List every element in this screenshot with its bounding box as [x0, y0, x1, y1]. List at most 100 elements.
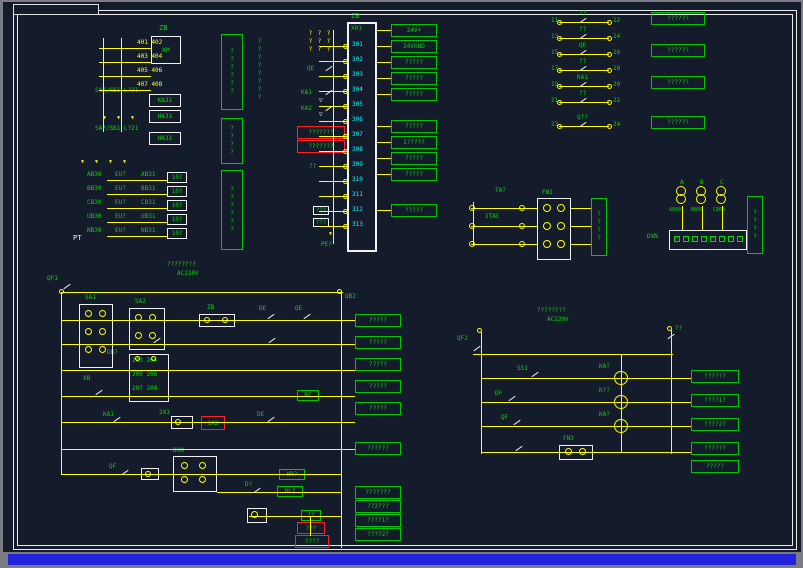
- wire: [61, 292, 62, 474]
- component-outline: 10?: [167, 214, 187, 225]
- terminal-circle: [557, 36, 562, 41]
- terminal-circle: [716, 194, 726, 204]
- schematic-text: KA2: [301, 105, 312, 112]
- wire: [559, 54, 609, 55]
- wire: [61, 422, 355, 423]
- schematic-text: DXN: [647, 233, 658, 240]
- schematic-text: XB: [83, 375, 91, 382]
- wire: [377, 142, 391, 143]
- wire: [319, 226, 347, 227]
- component-outline: 10?: [167, 200, 187, 211]
- green-label-box: ?????: [391, 72, 437, 85]
- schematic-text: KA1: [103, 411, 114, 418]
- schematic-text: C800: [713, 207, 726, 213]
- contact-symbol: [325, 65, 333, 72]
- schematic-text: SA1: [85, 294, 96, 301]
- schematic-text: AB31: [141, 171, 156, 178]
- green-label-box: ??????: [651, 44, 705, 57]
- terminal-circle: [99, 328, 106, 335]
- terminal-square: [683, 236, 689, 242]
- schematic-text: 1TAC: [485, 213, 500, 220]
- arrow-down-icon: ▼: [123, 159, 127, 165]
- terminal-circle: [565, 448, 572, 455]
- wire: [671, 426, 691, 427]
- schematic-text: EU?: [115, 199, 126, 206]
- schematic-text: ????????: [255, 38, 263, 102]
- wire: [107, 222, 167, 223]
- schematic-text: QF: [501, 414, 509, 421]
- schematic-text: QE: [295, 305, 303, 312]
- green-label-box: ??2???: [355, 500, 401, 513]
- wire: [571, 226, 591, 227]
- terminal-circle: [343, 74, 348, 79]
- terminal-circle: [557, 20, 562, 25]
- wire: [61, 292, 343, 293]
- schematic-text: 12: [613, 17, 621, 24]
- green-label-box: ????1?: [355, 514, 401, 527]
- terminal-circle: [251, 511, 258, 518]
- wire: [103, 38, 104, 132]
- terminal-circle: [614, 395, 628, 409]
- schematic-text: SA?/SB1 L?21: [95, 125, 139, 132]
- schematic-text: KA?: [599, 411, 610, 418]
- green-label-box: ?????: [355, 336, 401, 349]
- schematic-text: X01: [351, 25, 362, 32]
- terminal-circle: [557, 222, 565, 230]
- green-label-box: ??: [301, 510, 321, 521]
- schematic-text: 401 402: [137, 39, 163, 46]
- wire: [671, 378, 691, 379]
- wire: [99, 48, 151, 49]
- terminal-circle: [607, 20, 612, 25]
- wire: [559, 86, 609, 87]
- wire: [121, 38, 122, 132]
- schematic-text: C: [720, 179, 724, 186]
- terminal-circle: [557, 204, 565, 212]
- schematic-text: ????????: [167, 261, 196, 268]
- schematic-text: 307: [352, 131, 363, 138]
- schematic-text: 305: [352, 101, 363, 108]
- terminal-circle: [181, 462, 188, 469]
- wire: [341, 292, 342, 548]
- terminal-circle: [343, 119, 348, 124]
- wire: [377, 46, 391, 47]
- component-outline: [247, 508, 267, 523]
- green-label-box: RC: [297, 390, 319, 401]
- schematic-text: 19: [551, 81, 559, 88]
- schematic-text: UB31: [141, 213, 156, 220]
- title-tab: [13, 4, 99, 15]
- component-outline: [347, 22, 377, 252]
- schematic-text: KA1: [301, 89, 312, 96]
- terminal-circle: [607, 100, 612, 105]
- green-label-box: ??????: [651, 116, 705, 129]
- wire: [319, 61, 347, 62]
- terminal-circle: [557, 124, 562, 129]
- schematic-text: AB30: [87, 171, 102, 178]
- schematic-text: NB31: [141, 227, 156, 234]
- terminal-circle: [614, 419, 628, 433]
- schematic-text: BB30: [87, 185, 102, 192]
- schematic-text: 301: [352, 41, 363, 48]
- component-outline: [669, 230, 747, 250]
- green-label-box: ?????: [391, 56, 437, 69]
- wire: [319, 211, 347, 212]
- wire: [61, 449, 355, 450]
- schematic-text: KA?: [599, 363, 610, 370]
- wire: [702, 206, 703, 230]
- component-outline: 10?: [167, 228, 187, 239]
- schematic-text: 11: [551, 17, 559, 24]
- terminal-circle: [343, 209, 348, 214]
- wire: [107, 236, 167, 237]
- schematic-text: KA1: [577, 74, 588, 81]
- terminal-circle: [135, 314, 142, 321]
- wire: [319, 106, 347, 107]
- arrow-down-icon: ▼: [329, 231, 333, 237]
- schematic-text: 22: [613, 97, 621, 104]
- schematic-text: QE: [307, 65, 315, 72]
- wire: [107, 208, 167, 209]
- schematic-text: EU?: [115, 213, 126, 220]
- green-label-box: ???????: [355, 486, 401, 499]
- wire: [377, 210, 391, 211]
- green-label-box: ?????: [391, 152, 437, 165]
- terminal-circle: [343, 134, 348, 139]
